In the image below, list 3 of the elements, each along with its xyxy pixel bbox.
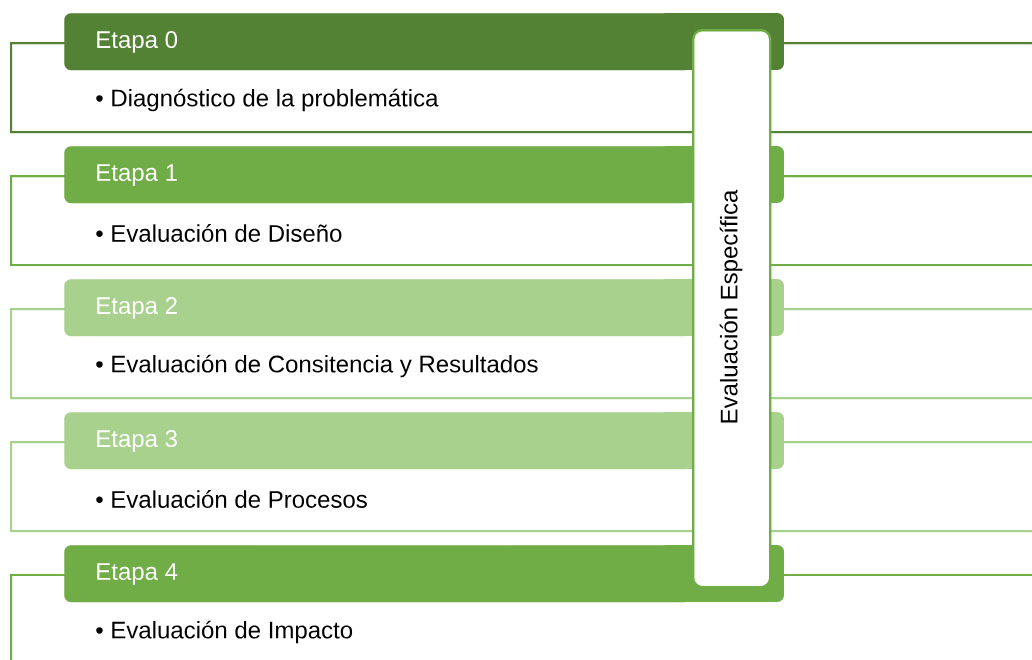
stage-header: Etapa 4 <box>64 545 784 603</box>
stage-header: Etapa 0 <box>64 13 784 71</box>
vertical-box: Evaluación Específica <box>692 29 772 589</box>
